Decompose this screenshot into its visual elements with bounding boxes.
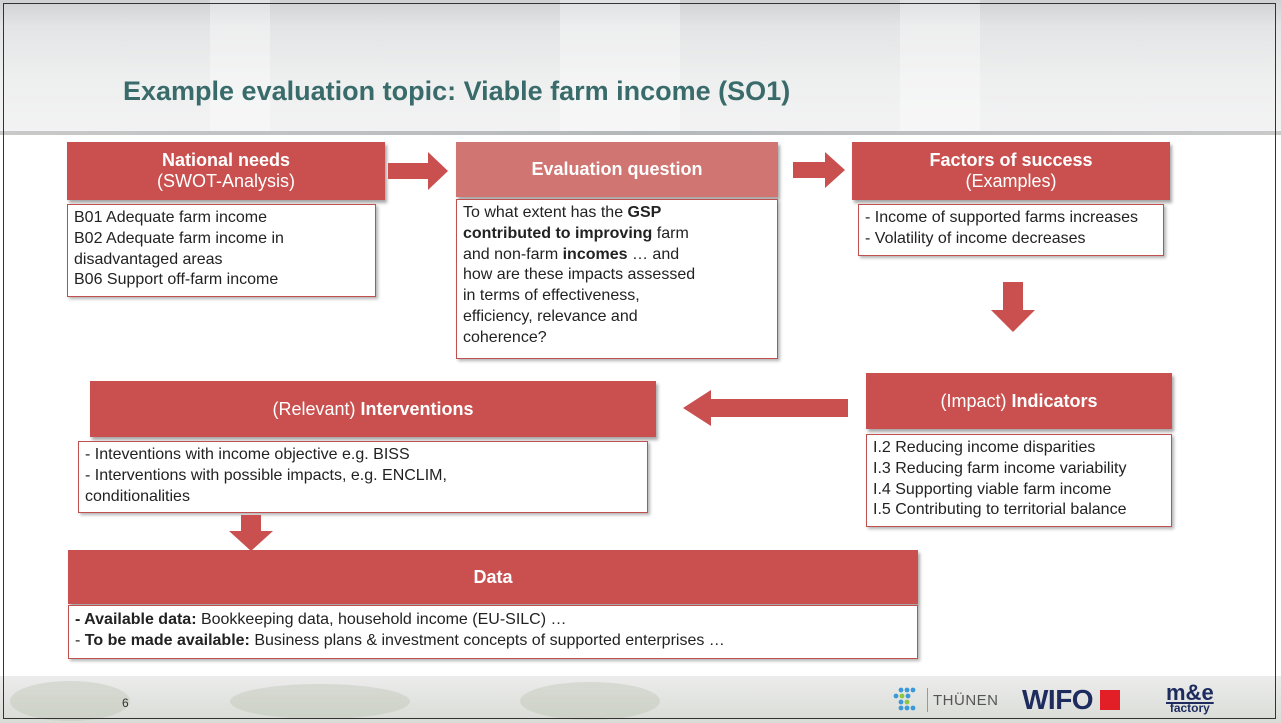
arrow-right-icon bbox=[388, 152, 448, 190]
list-item: B06 Support off-farm income bbox=[74, 271, 279, 289]
data-label: To be made available: bbox=[84, 631, 250, 649]
arrow-down-icon bbox=[229, 515, 273, 551]
indicators-prefix: (Impact) bbox=[940, 390, 1012, 411]
list-item: I.3 Reducing farm income variability bbox=[873, 459, 1127, 477]
question-text: coherence? bbox=[463, 328, 547, 346]
thuenen-logo-text: THÜNEN bbox=[933, 691, 999, 709]
thuenen-logo: THÜNEN bbox=[892, 683, 999, 717]
list-item: disadvantaged areas bbox=[74, 250, 223, 268]
list-item: conditionalities bbox=[85, 487, 190, 505]
question-text: efficiency, relevance and bbox=[463, 307, 638, 325]
data-text: - bbox=[75, 631, 85, 649]
arrow-right-icon bbox=[793, 152, 845, 188]
footer-background bbox=[0, 676, 1281, 723]
me-factory-logo-top: m&e bbox=[1166, 680, 1214, 705]
wifo-logo: WIFO bbox=[1022, 683, 1121, 717]
question-emphasis: contributed to improving bbox=[463, 224, 653, 242]
arrow-down-icon bbox=[991, 282, 1035, 332]
wifo-logo-text: WIFO bbox=[1022, 684, 1094, 715]
question-emphasis: incomes bbox=[562, 245, 628, 263]
question-text: how are these impacts assessed bbox=[463, 266, 696, 284]
evaluation-question-text: To what extent has the GSP contributed t… bbox=[456, 199, 778, 359]
interventions-list: - Inteventions with income objective e.g… bbox=[78, 441, 648, 513]
header-background bbox=[0, 0, 1281, 135]
national-needs-title: National needs bbox=[161, 150, 291, 171]
list-item: - Interventions with possible impacts, e… bbox=[85, 466, 447, 484]
title-divider bbox=[0, 131, 1281, 135]
list-item: - Volatility of income decreases bbox=[865, 229, 1086, 247]
data-text: Bookkeeping data, household income (EU-S… bbox=[196, 611, 567, 628]
indicators-title: Indicators bbox=[1011, 390, 1098, 411]
data-list: - Available data: Bookkeeping data, hous… bbox=[68, 605, 918, 659]
list-item: I.4 Supporting viable farm income bbox=[873, 480, 1112, 498]
interventions-header: (Relevant) Interventions bbox=[90, 381, 656, 437]
list-item: - Inteventions with income objective e.g… bbox=[85, 446, 410, 463]
question-text: and non-farm bbox=[463, 245, 563, 263]
question-text: To what extent has the bbox=[463, 204, 628, 221]
national-needs-list: B01 Adequate farm income B02 Adequate fa… bbox=[67, 204, 376, 297]
wifo-square-icon bbox=[1100, 690, 1121, 710]
thuenen-dots-icon bbox=[893, 687, 916, 711]
list-item: - Available data: Bookkeeping data, hous… bbox=[75, 610, 911, 631]
question-emphasis: GSP bbox=[627, 204, 662, 221]
list-item: I.5 Contributing to territorial balance bbox=[873, 501, 1127, 519]
factors-of-success-title: Factors of success bbox=[929, 150, 1093, 171]
slide-title: Example evaluation topic: Viable farm in… bbox=[123, 76, 791, 106]
list-item: I.2 Reducing income disparities bbox=[873, 439, 1096, 456]
evaluation-question-title: Evaluation question bbox=[531, 159, 703, 180]
factors-of-success-subtitle: (Examples) bbox=[965, 171, 1057, 191]
interventions-title: Interventions bbox=[360, 398, 474, 419]
factors-of-success-list: - Income of supported farms increases - … bbox=[858, 204, 1164, 256]
factors-of-success-header: Factors of success (Examples) bbox=[852, 142, 1170, 200]
data-text: Business plans & investment concepts of … bbox=[249, 631, 725, 649]
question-text: in terms of effectiveness, bbox=[463, 287, 640, 305]
data-label: - Available data: bbox=[75, 611, 197, 628]
interventions-prefix: (Relevant) bbox=[272, 398, 361, 419]
list-item: B01 Adequate farm income bbox=[74, 209, 268, 226]
data-title: Data bbox=[473, 566, 513, 587]
list-item: - To be made available: Business plans &… bbox=[75, 631, 911, 652]
page-number: 6 bbox=[122, 696, 129, 710]
question-text: farm bbox=[652, 224, 689, 242]
impact-indicators-list: I.2 Reducing income disparities I.3 Redu… bbox=[866, 434, 1172, 527]
data-header: Data bbox=[68, 550, 918, 604]
question-text: … and bbox=[627, 245, 680, 263]
national-needs-subtitle: (SWOT-Analysis) bbox=[156, 171, 295, 191]
list-item: B02 Adequate farm income in bbox=[74, 229, 284, 247]
arrow-left-icon bbox=[683, 390, 848, 426]
national-needs-header: National needs (SWOT-Analysis) bbox=[67, 142, 385, 200]
list-item: - Income of supported farms increases bbox=[865, 209, 1139, 226]
me-factory-logo: m&e factory bbox=[1166, 680, 1214, 717]
me-factory-logo-bottom: factory bbox=[1169, 700, 1210, 715]
impact-indicators-header: (Impact) Indicators bbox=[866, 373, 1172, 429]
evaluation-question-header: Evaluation question bbox=[456, 142, 778, 197]
